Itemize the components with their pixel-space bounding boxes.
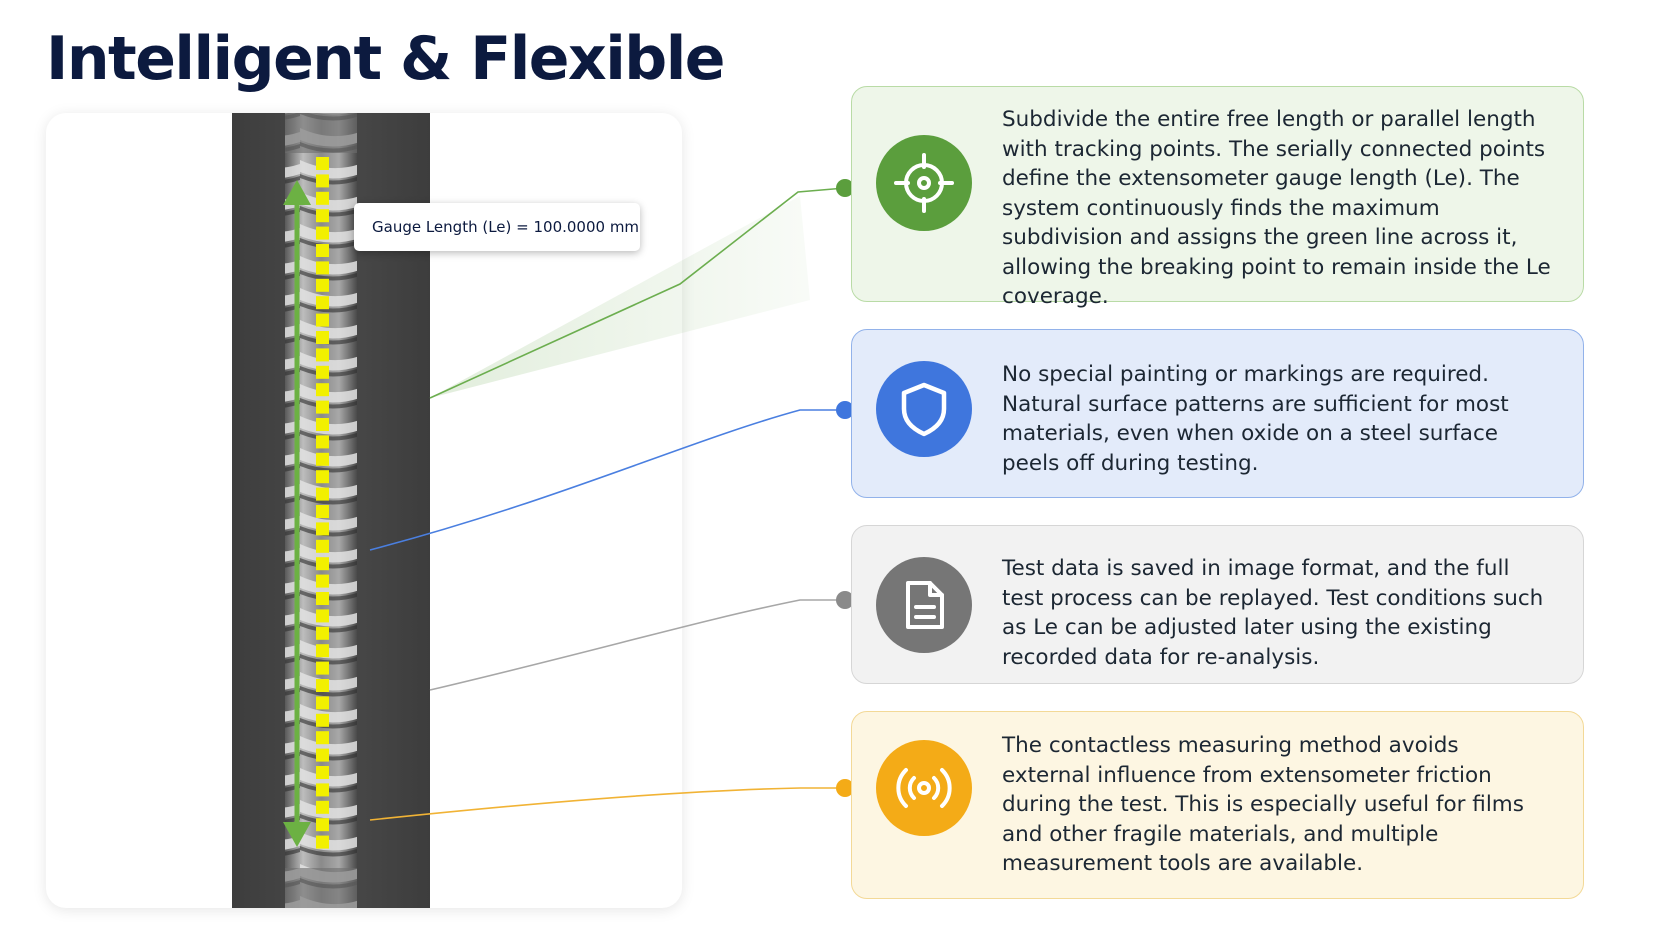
gauge-length-label: Gauge Length (Le) = 100.0000 mm — [354, 203, 640, 251]
feature-card-tracking: Subdivide the entire free length or para… — [851, 86, 1584, 309]
feature-card-contactless: The contactless measuring method avoids … — [851, 711, 1584, 899]
feature-icon-circle — [876, 557, 972, 653]
feature-icon-circle — [876, 135, 972, 231]
feature-icon-circle — [876, 361, 972, 457]
feature-text: No special painting or markings are requ… — [1002, 362, 1509, 476]
feature-text: Test data is saved in image format, and … — [1002, 556, 1544, 670]
feature-card-surface: No special painting or markings are requ… — [851, 329, 1584, 498]
feature-card-replay: Test data is saved in image format, and … — [851, 525, 1584, 684]
document-icon — [906, 581, 944, 629]
page-title: Intelligent & Flexible — [46, 24, 725, 94]
feature-icon-circle — [876, 740, 972, 836]
signal-icon — [896, 768, 952, 808]
crosshair-icon — [894, 153, 954, 213]
feature-text: The contactless measuring method avoids … — [1002, 733, 1524, 876]
feature-text: Subdivide the entire free length or para… — [1002, 107, 1551, 309]
shield-icon — [901, 382, 947, 437]
